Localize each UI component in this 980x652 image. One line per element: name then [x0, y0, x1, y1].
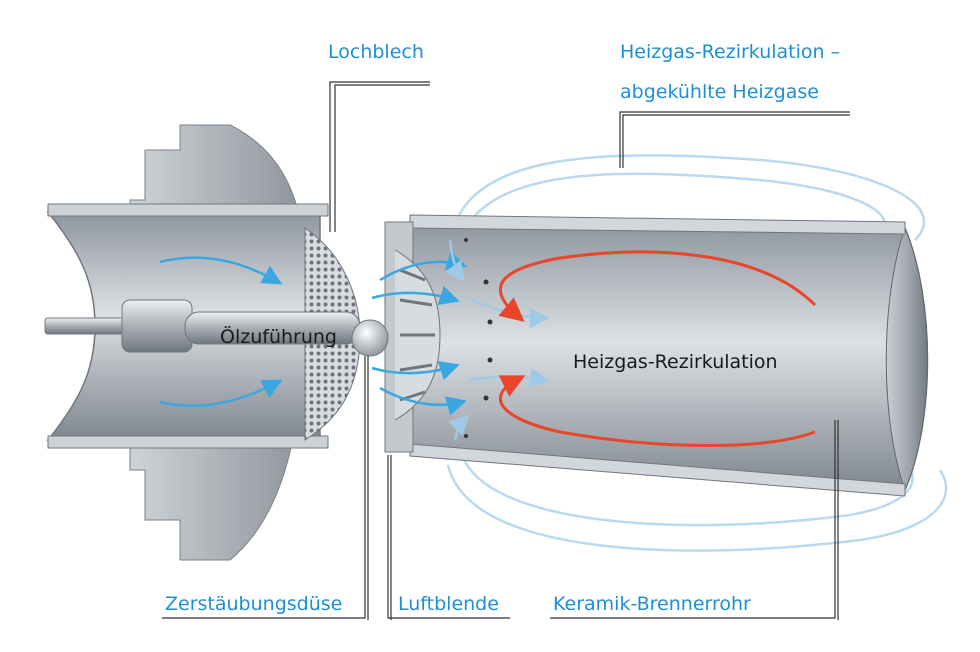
label-heizgas-recirculation-top-1: Heizgas-Rezirkulation – [620, 41, 841, 63]
tube-holes [464, 238, 493, 438]
label-heizgas-recirculation-center: Heizgas-Rezirkulation [573, 351, 778, 373]
leader-lines [162, 81, 850, 620]
label-lochblech: Lochblech [328, 41, 424, 63]
label-zerstaeubungsduese: Zerstäubungsdüse [165, 593, 343, 615]
label-luftblende: Luftblende [398, 593, 499, 615]
label-heizgas-recirculation-top-2: abgekühlte Heizgase [620, 81, 819, 103]
recirculation-loop [446, 154, 948, 552]
nozzle-tip [351, 319, 389, 357]
label-oelzufuehrung: Ölzuführung [220, 326, 337, 348]
hot-gas-arrow [498, 250, 817, 448]
oil-supply-rod [44, 317, 131, 335]
label-keramik-brennerrohr: Keramik-Brennerrohr [553, 593, 751, 615]
